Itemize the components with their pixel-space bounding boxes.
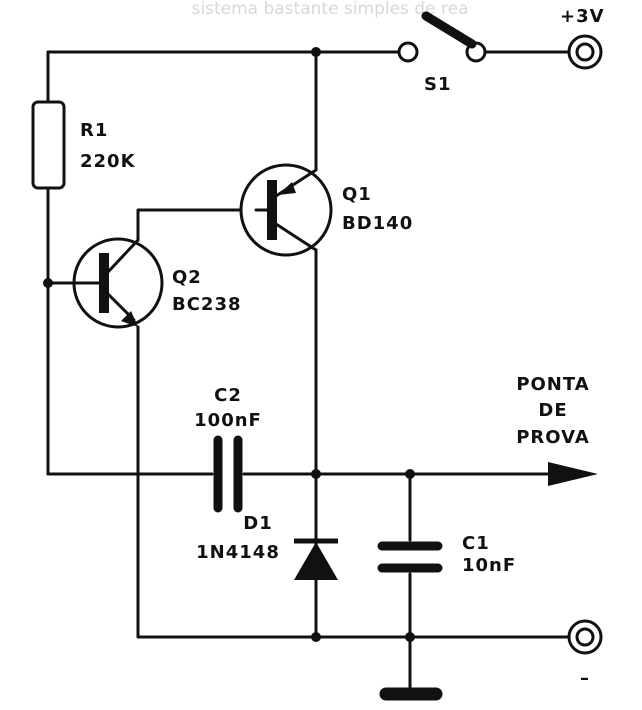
r1-value-label: 220K xyxy=(80,151,136,172)
q1-part-label: BD140 xyxy=(342,213,413,234)
supply-label: +3V xyxy=(560,6,605,27)
supply-terminal xyxy=(567,34,603,70)
c1-value-label: 10nF xyxy=(462,555,516,576)
q2-part-label: BC238 xyxy=(172,294,242,315)
d1-name-label: D1 xyxy=(243,513,272,534)
background-text: sistema bastante simples de rea xyxy=(192,0,469,19)
switch-label: S1 xyxy=(424,74,452,95)
r1-name-label: R1 xyxy=(80,120,108,141)
probe-label-line2: DE xyxy=(538,400,567,421)
probe-label-line3: PROVA xyxy=(516,427,590,448)
q2-name-label: Q2 xyxy=(172,267,202,288)
junction-q2-base xyxy=(43,278,53,288)
transistor-q2 xyxy=(46,237,164,329)
junction-d1-top xyxy=(311,469,321,479)
q2-emitter-wire xyxy=(136,325,406,639)
c2-name-label: C2 xyxy=(214,385,242,406)
diode-d1 xyxy=(294,538,338,580)
switch-contact-left xyxy=(397,41,419,63)
switch-s1 xyxy=(397,11,487,63)
switch-lever xyxy=(421,11,477,49)
probe-label-line1: PONTA xyxy=(516,374,589,395)
transistor-q1 xyxy=(239,163,333,257)
ground-terminal xyxy=(567,619,603,655)
output-arrow-icon xyxy=(548,462,598,486)
q2-collector-wire xyxy=(136,208,258,242)
c2-value-label: 100nF xyxy=(194,410,262,431)
resistor-r1 xyxy=(31,100,66,190)
d1-part-label: 1N4148 xyxy=(196,542,280,563)
junction-bottom-d1 xyxy=(311,632,321,642)
ground-label: – xyxy=(580,668,590,689)
junction-top-rail xyxy=(311,47,321,57)
q1-name-label: Q1 xyxy=(342,184,372,205)
c1-name-label: C1 xyxy=(462,533,490,554)
